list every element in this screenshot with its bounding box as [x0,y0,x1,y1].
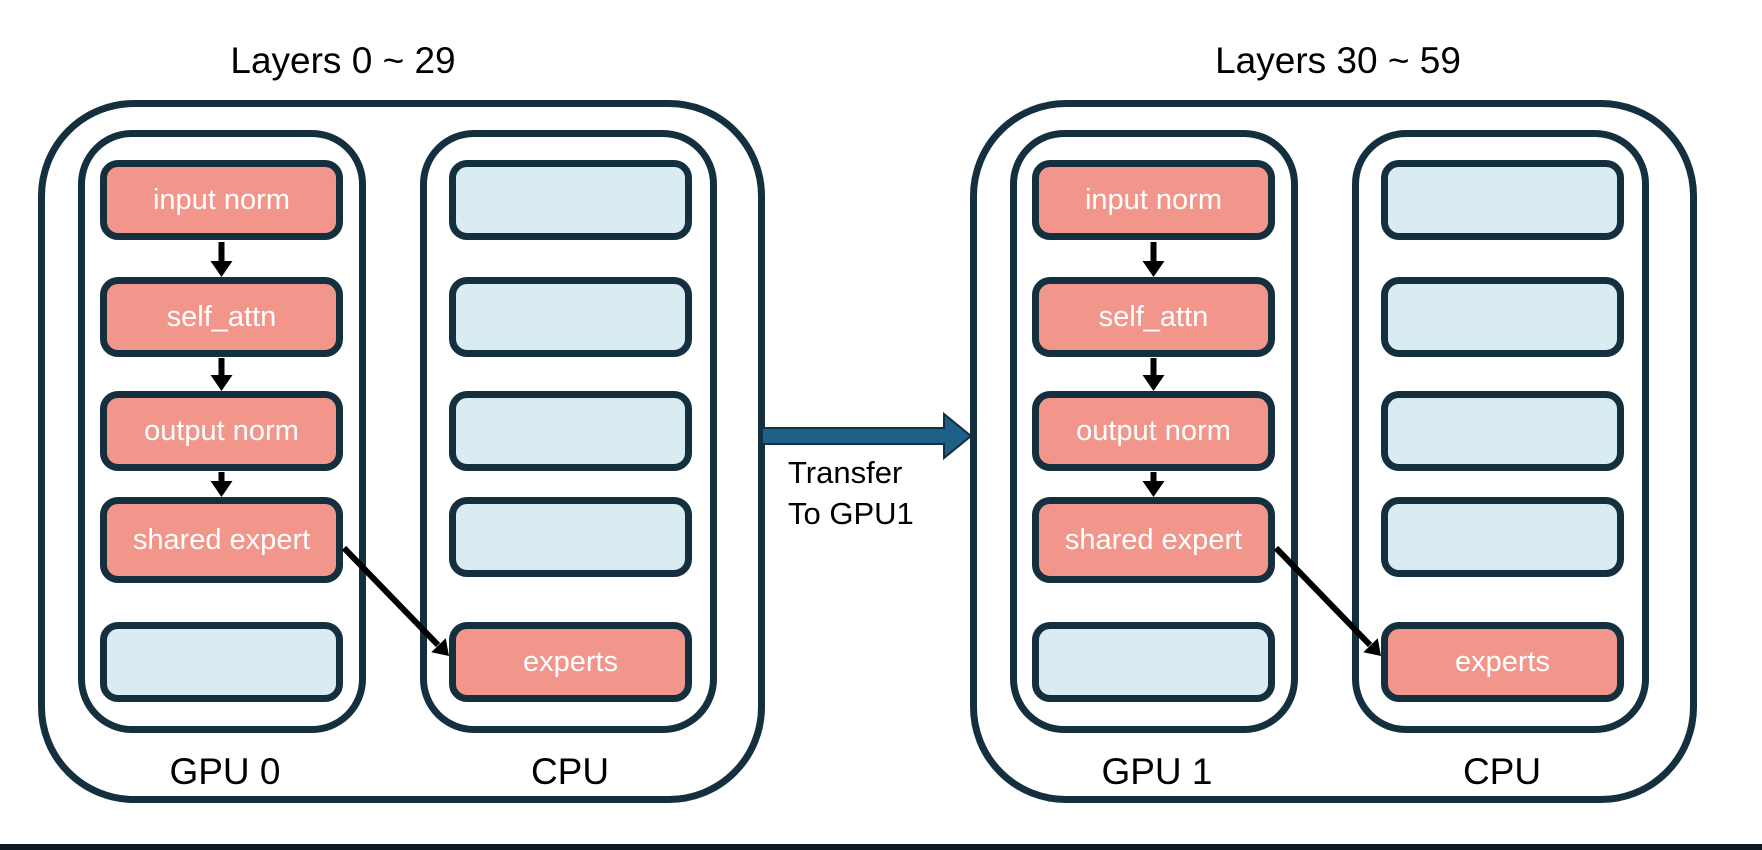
group0-cpu-slot-experts: experts [449,622,692,702]
group0-cpu-slot-empty-2 [449,277,692,357]
transfer-label-line1: Transfer [788,455,903,490]
group0-gpu-label: GPU 0 [169,751,281,792]
group1-gpu-slot-input-norm: input norm [1032,160,1275,240]
group1-cpu-slot-experts: experts [1381,622,1624,702]
group0-gpu-slot-input-norm: input norm [100,160,343,240]
transfer-label: Transfer To GPU1 [788,452,914,534]
group0-gpu-slot-empty [100,622,343,702]
group1-gpu-slot-self-attn: self_attn [1032,277,1275,357]
group0-gpu-slot-self-attn: self_attn [100,277,343,357]
group1-cpu-label: CPU [1462,751,1542,792]
group0-cpu-slot-empty-3 [449,391,692,471]
group0-cpu-slot-empty-1 [449,160,692,240]
group0-cpu-label: CPU [530,751,610,792]
bottom-edge-rule [0,844,1762,850]
group1-title: Layers 30 ~ 59 [1215,40,1461,81]
group0-title: Layers 0 ~ 29 [230,40,456,81]
group1-cpu-slot-empty-3 [1381,391,1624,471]
group0-gpu-slot-shared-expert: shared expert [100,497,343,583]
transfer-label-line2: To GPU1 [788,496,914,531]
group1-cpu-slot-empty-2 [1381,277,1624,357]
group1-gpu-slot-empty [1032,622,1275,702]
group1-gpu-slot-output-norm: output norm [1032,391,1275,471]
group0-gpu-slot-output-norm: output norm [100,391,343,471]
group1-cpu-slot-empty-4 [1381,497,1624,577]
group0-cpu-slot-empty-4 [449,497,692,577]
group1-gpu-label: GPU 1 [1101,751,1213,792]
group1-gpu-slot-shared-expert: shared expert [1032,497,1275,583]
group1-cpu-slot-empty-1 [1381,160,1624,240]
